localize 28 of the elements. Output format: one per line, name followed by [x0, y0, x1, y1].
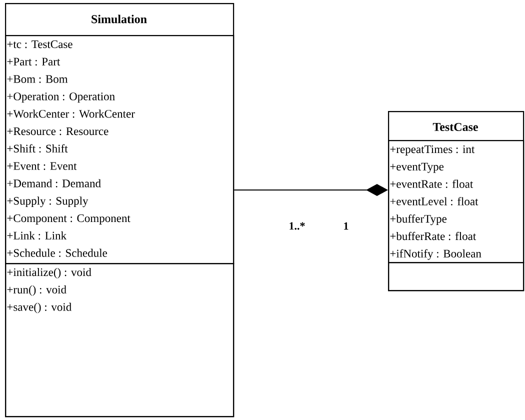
- attribute-text: +Event : Event: [7, 162, 77, 170]
- multiplicity-label: 1: [344, 222, 348, 230]
- attribute-text: +ifNotify : Boolean: [390, 249, 482, 260]
- attribute-text: +Part : Part: [7, 58, 60, 66]
- attribute-text: +Schedule : Schedule: [7, 248, 107, 257]
- method-text: +run() : void: [7, 285, 66, 296]
- attribute-text: +tc : TestCase: [7, 40, 72, 48]
- attribute-text: +eventType: [390, 162, 444, 173]
- attribute-text: +Operation : Operation: [7, 92, 115, 103]
- attribute-text: +Shift : Shift: [7, 144, 68, 153]
- attribute-text: +Component : Component: [7, 214, 130, 224]
- method-compartment: [388, 262, 524, 292]
- method-text: +initialize() : void: [7, 268, 92, 278]
- attribute-text: +Supply : Supply: [7, 196, 88, 208]
- attribute-text: +bufferRate : float: [390, 232, 476, 240]
- attribute-text: +bufferType: [390, 214, 446, 226]
- method-text: +save() : void: [7, 302, 72, 314]
- attribute-text: +Demand : Demand: [7, 179, 101, 188]
- attribute-text: +repeatTimes : int: [390, 145, 475, 156]
- class-name: Simulation: [92, 14, 147, 24]
- attribute-text: +WorkCenter : WorkCenter: [7, 110, 135, 118]
- attribute-text: +Bom : Bom: [7, 75, 68, 83]
- attribute-text: +eventLevel : float: [390, 197, 478, 206]
- class-name: TestCase: [432, 122, 478, 132]
- multiplicity-label: 1..*: [290, 222, 305, 230]
- attribute-text: +eventRate : float: [390, 180, 474, 188]
- attribute-text: +Resource : Resource: [7, 127, 108, 136]
- attribute-text: +Link : Link: [7, 231, 67, 240]
